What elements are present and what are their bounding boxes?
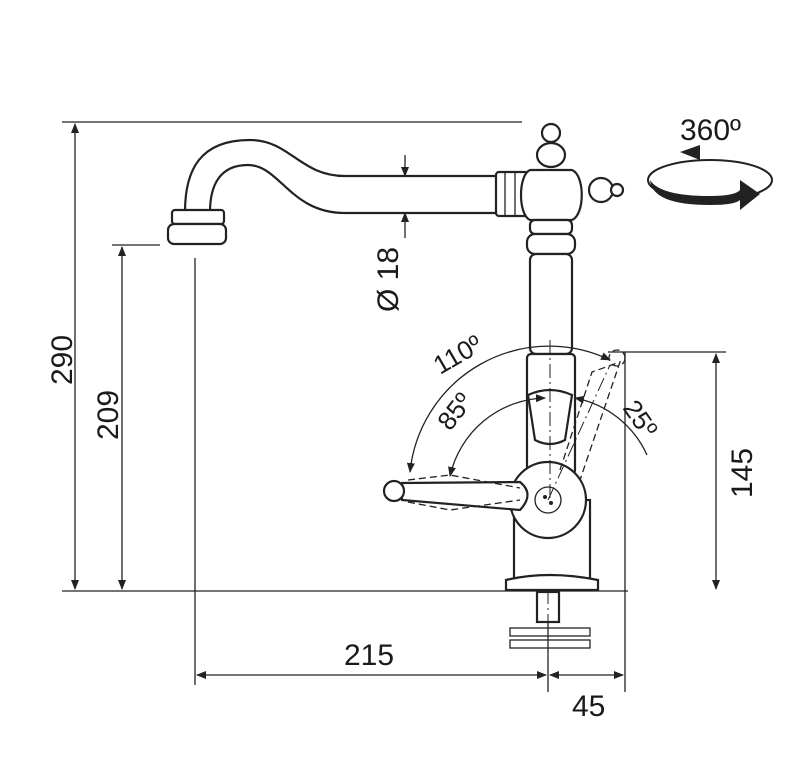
dim-label-diameter: Ø 18 xyxy=(372,247,405,312)
rotation-icon xyxy=(647,145,773,210)
lever-handle xyxy=(382,349,626,512)
angle-label-25: 25º xyxy=(617,394,664,443)
angle-arc-110 xyxy=(406,345,611,473)
dim-label-145: 145 xyxy=(726,448,759,498)
angle-label-85: 85º xyxy=(431,387,479,436)
mounting-kit xyxy=(509,590,591,660)
rotation-label: 360º xyxy=(680,114,741,147)
angle-arc-25 xyxy=(574,395,648,456)
faucet-body xyxy=(504,122,625,592)
dim-label-215: 215 xyxy=(344,639,394,672)
dim-label-209: 209 xyxy=(92,390,125,440)
dim-label-290: 290 xyxy=(46,335,79,385)
spout xyxy=(166,138,530,246)
dim-label-45: 45 xyxy=(572,690,605,723)
angle-arc-85 xyxy=(448,394,546,477)
angle-label-110: 110º xyxy=(428,328,488,380)
